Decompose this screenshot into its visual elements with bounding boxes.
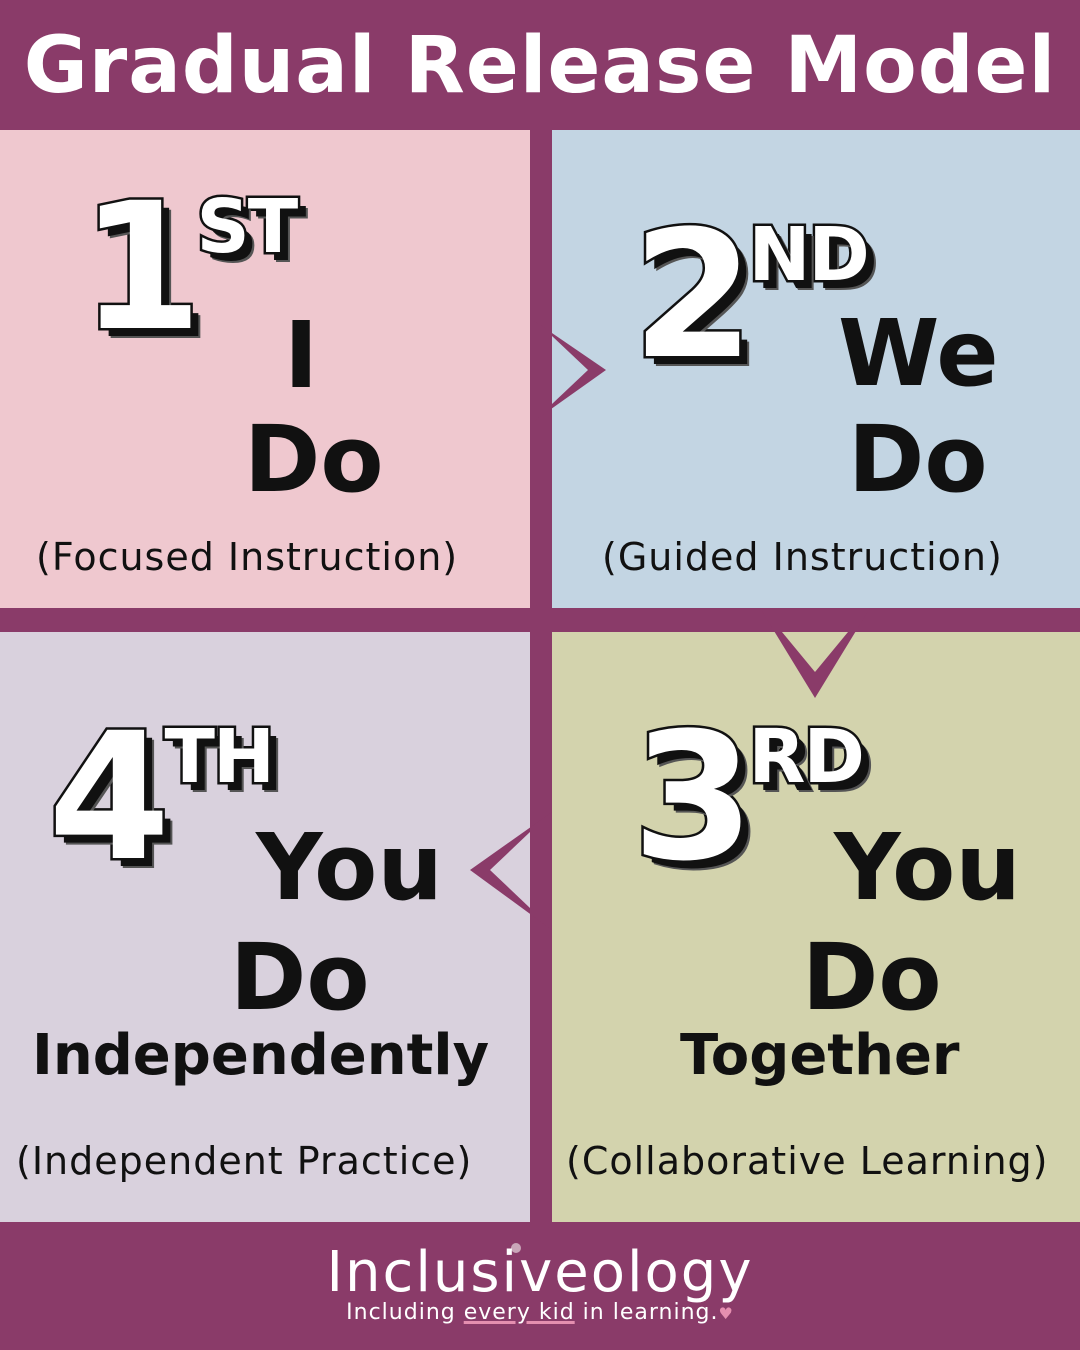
- tagline-post: in learning.: [574, 1300, 719, 1325]
- panel-line1: You: [256, 814, 443, 921]
- ordinal-fourth: 4TH: [45, 707, 277, 888]
- heart-icon: ♥: [718, 1304, 734, 1323]
- panel-fourth: 4TH You Do Independently (Independent Pr…: [0, 632, 530, 1222]
- panel-line3: Together: [680, 1023, 960, 1088]
- ordinal-suffix: TH: [162, 714, 277, 800]
- logo-dot-icon: [511, 1243, 521, 1253]
- ordinal-third: 3RD: [629, 707, 867, 888]
- panel-third: 3RD You Do Together (Collaborative Learn…: [552, 632, 1080, 1222]
- panel-line1: You: [834, 814, 1021, 921]
- ordinal-number: 1: [77, 165, 205, 370]
- ordinal-suffix: ND: [746, 212, 872, 298]
- panel-line1: We: [838, 300, 999, 407]
- panel-caption: (Independent Practice): [16, 1139, 473, 1183]
- panel-caption: (Focused Instruction): [36, 535, 459, 579]
- ordinal-suffix: RD: [746, 714, 867, 800]
- brand-logo-text: Inclusiveology: [326, 1240, 754, 1305]
- panel-line2: Do: [244, 406, 384, 513]
- tagline-emphasis: every kid: [463, 1300, 575, 1325]
- panel-line1: I: [284, 302, 319, 409]
- panel-line2: Do: [802, 924, 942, 1031]
- tagline-pre: Including: [346, 1300, 464, 1325]
- ordinal-suffix: ST: [194, 184, 301, 270]
- ordinal-number: 4: [45, 695, 173, 900]
- ordinal-second: 2ND: [629, 205, 872, 386]
- panel-line2: Do: [848, 406, 988, 513]
- ordinal-first: 1ST: [77, 177, 301, 358]
- panel-second: 2ND We Do (Guided Instruction): [552, 130, 1080, 608]
- panel-line3: Independently: [32, 1023, 490, 1088]
- ordinal-number: 3: [629, 695, 757, 900]
- panel-line2: Do: [230, 924, 370, 1031]
- brand-tagline: Including every kid in learning.♥: [0, 1300, 1080, 1325]
- panel-first: 1ST I Do (Focused Instruction): [0, 130, 530, 608]
- panel-caption: (Guided Instruction): [602, 535, 1003, 579]
- page-title: Gradual Release Model: [23, 21, 1057, 111]
- panel-caption: (Collaborative Learning): [566, 1139, 1049, 1183]
- ordinal-number: 2: [629, 193, 757, 398]
